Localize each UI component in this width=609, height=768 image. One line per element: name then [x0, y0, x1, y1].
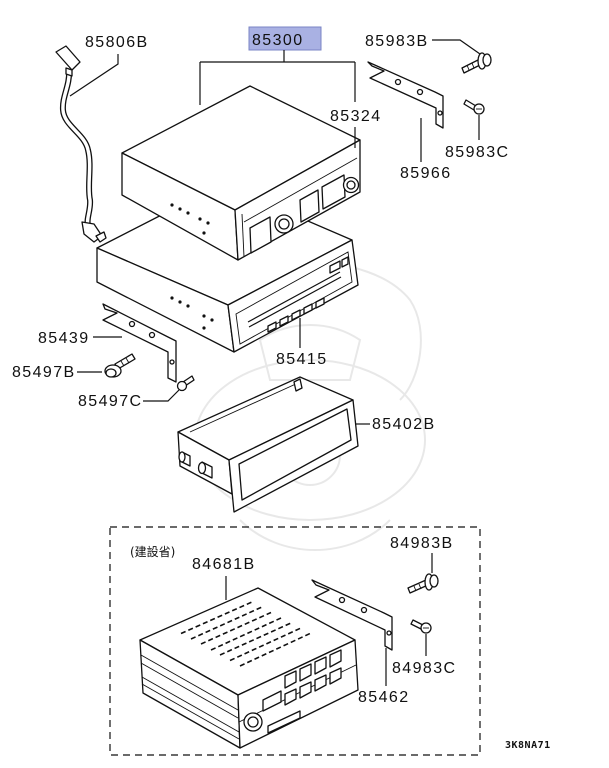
inset-unit-side-grooves — [140, 654, 240, 740]
upper-unit-tuning-knob-cap — [346, 180, 356, 190]
right-screw-b-thread — [466, 64, 470, 71]
inset-bracket-hole — [338, 596, 346, 604]
inset-screw-b-callout-label: 84983B — [390, 535, 454, 552]
inset-screw-b-thread — [418, 583, 422, 590]
left-bracket-callout-label: 85439 — [38, 330, 90, 347]
upper-unit-callout-label: 85324 — [330, 108, 382, 125]
inset-unit-knob-cap — [247, 716, 259, 728]
inset-screw-b-head — [429, 574, 439, 588]
left-bracket-hole — [128, 320, 136, 328]
left-screw-c-part[interactable] — [176, 375, 195, 392]
cable-core — [61, 69, 92, 226]
left-screw-b-callout-label: 85497B — [12, 364, 76, 381]
left-bracket-plate — [102, 303, 177, 383]
right-screw-b-shaft — [461, 59, 481, 74]
lower-unit-callout-label: 85415 — [276, 351, 328, 368]
pocket-part[interactable] — [177, 376, 359, 513]
inset-unit-lower-keys — [267, 710, 301, 734]
right-bracket-hole — [394, 78, 402, 86]
left-bracket-part[interactable] — [102, 303, 177, 383]
upper-unit-holes — [170, 203, 210, 235]
inset-unit-part[interactable] — [139, 587, 359, 749]
pocket-peg — [293, 378, 303, 392]
left-bracket-hole — [148, 331, 156, 339]
cable-leader — [69, 54, 119, 97]
lower-unit-slot-upper — [247, 271, 341, 323]
left-screw-c-callout-label: 85497C — [78, 393, 142, 410]
inset-dashed-frame — [109, 526, 481, 756]
cable-bottom-plug-tip — [95, 231, 107, 243]
left-screw-b-thread — [125, 357, 130, 364]
figure-code: 3K8NA71 — [505, 740, 551, 751]
right-screw-b-leader — [432, 39, 481, 55]
inset-bracket-part[interactable] — [311, 579, 393, 651]
inset-bracket-hole — [360, 606, 368, 614]
right-screw-c-callout-label: 85983C — [445, 144, 509, 161]
lower-unit-front-face — [227, 239, 359, 353]
upper-unit-slot-left — [249, 216, 272, 254]
upper-unit-band — [243, 157, 358, 223]
right-bracket-plate — [367, 61, 444, 129]
left-screw-c-head — [176, 380, 188, 392]
upper-unit-slot-mid — [299, 189, 320, 223]
lower-unit-slot-lower — [248, 276, 342, 328]
inset-screw-c-callout-label: 84983C — [392, 660, 456, 677]
upper-unit-slot-right — [321, 174, 346, 210]
inset-screw-b-thread — [413, 585, 417, 592]
pocket-front-frame-inner — [238, 408, 352, 501]
inset-bracket-callout-label: 85462 — [358, 689, 410, 706]
inset-bracket-hole — [386, 630, 392, 636]
inset-unit-callout-label: 84681B — [192, 556, 256, 573]
inset-bracket-plate — [311, 579, 393, 651]
left-screw-b-thread — [120, 360, 125, 367]
right-bracket-hole — [437, 110, 443, 116]
upper-unit-bezel-edge — [241, 213, 245, 258]
pocket-inner-edge — [189, 382, 299, 433]
assembly-leader — [199, 50, 356, 105]
antenna-cable-part[interactable] — [55, 45, 107, 243]
cable-top-plug — [55, 45, 81, 71]
left-screw-c-leader — [143, 389, 180, 402]
assembly-callout-highlight[interactable] — [248, 26, 322, 51]
left-bracket-hole — [169, 359, 175, 365]
inset-screw-b-part[interactable] — [407, 573, 439, 594]
inset-unit-vents — [180, 601, 311, 667]
lower-unit-holes — [170, 296, 214, 330]
upper-unit-part[interactable] — [121, 85, 361, 261]
left-screw-b-head — [105, 368, 117, 378]
left-screw-b-part[interactable] — [104, 353, 136, 378]
right-screw-c-part[interactable] — [463, 99, 485, 115]
cable-top-plug-tip — [65, 67, 73, 77]
inset-unit-front-face — [237, 639, 359, 749]
pocket-knobs — [178, 451, 213, 479]
right-bracket-part[interactable] — [367, 61, 444, 129]
pocket-callout-label: 85402B — [372, 416, 436, 433]
inset-unit-display — [262, 690, 282, 712]
lower-unit-buttons — [267, 256, 349, 333]
right-screw-b-head — [482, 53, 492, 67]
right-screw-b-thread — [471, 62, 475, 69]
right-screw-b-part[interactable] — [461, 52, 492, 74]
cable-callout-label: 85806B — [85, 34, 149, 51]
upper-unit-volume-knob-cap — [278, 218, 290, 230]
assembly-callout-label: 85300 — [252, 32, 304, 49]
inset-note: (建設省) — [130, 544, 175, 559]
inset-unit-buttons — [284, 649, 342, 706]
right-bracket-callout-label: 85966 — [400, 165, 452, 182]
lower-unit-bezel — [235, 251, 353, 345]
right-bracket-hole — [416, 88, 424, 96]
inset-screw-c-part[interactable] — [410, 619, 432, 634]
right-screw-b-callout-label: 85983B — [365, 33, 429, 50]
